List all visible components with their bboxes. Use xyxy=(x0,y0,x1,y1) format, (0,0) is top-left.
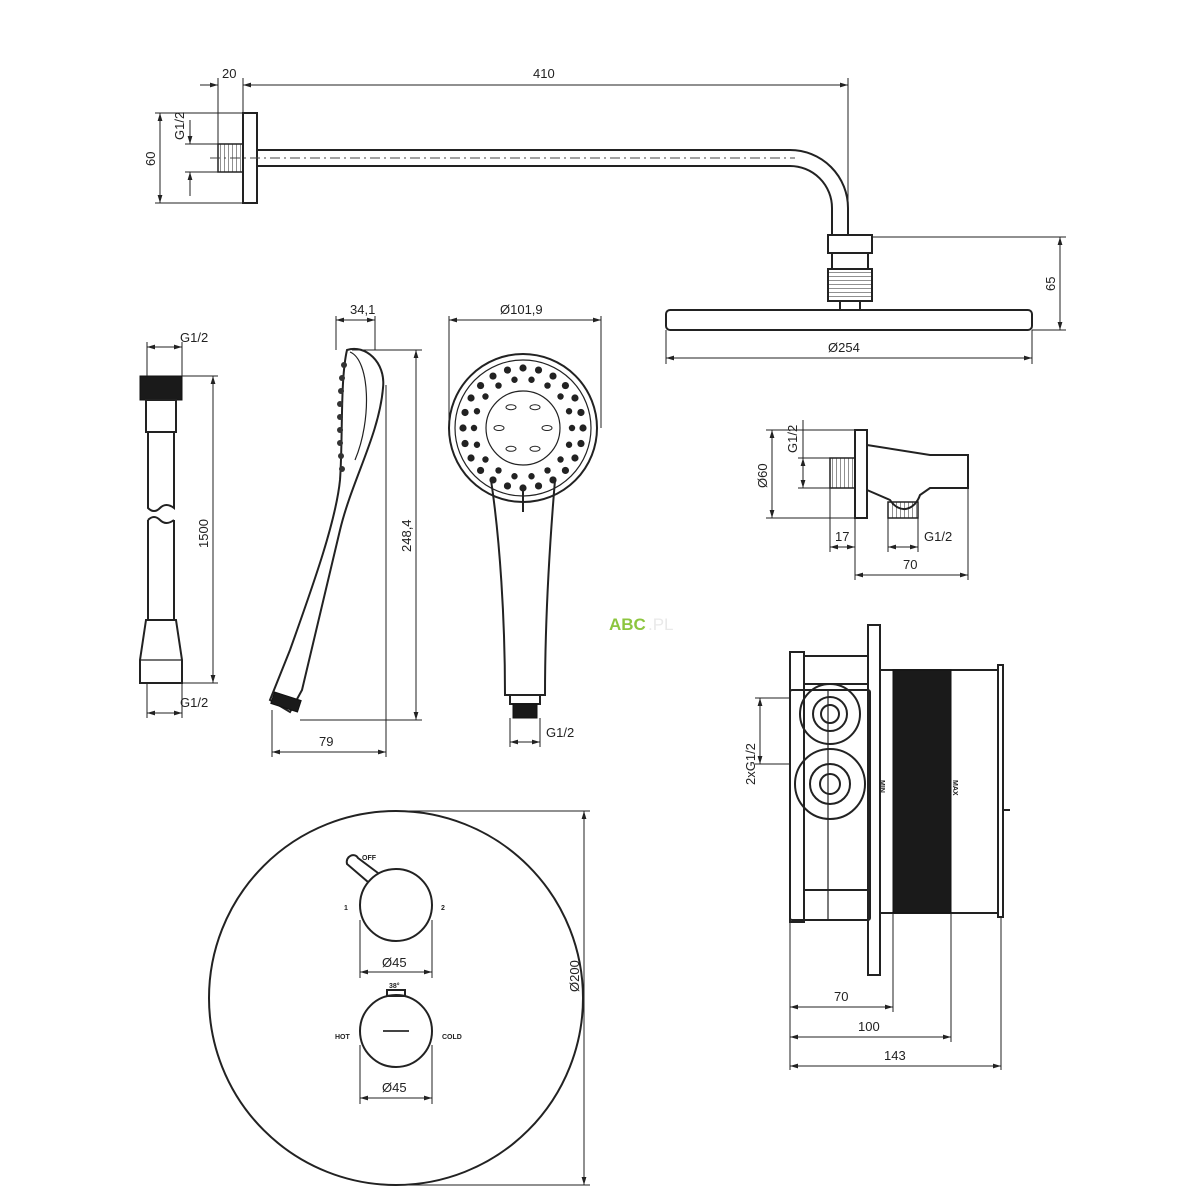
handshower-front-view: Ø101,9 G1/2 xyxy=(448,302,602,747)
spray-slot xyxy=(505,445,517,452)
spray-hole xyxy=(470,424,478,432)
dim-handshower-depth: 34,1 xyxy=(350,302,375,317)
spray-hole xyxy=(467,454,475,462)
dim-arm-flange: 60 xyxy=(143,152,158,166)
spray-hole xyxy=(549,476,557,484)
svg-text:OFF: OFF xyxy=(362,855,377,862)
spray-hole xyxy=(561,381,570,390)
spray-holes xyxy=(459,364,587,492)
spray-hole xyxy=(459,424,467,432)
mixer-cover-plate: OFF 1 2 Ø45 38° HOT COLD Ø45 Ø200 xyxy=(208,810,590,1186)
spray-hole xyxy=(482,456,489,463)
diverter-knob: OFF 1 2 Ø45 xyxy=(344,854,445,978)
svg-text:HOT: HOT xyxy=(335,1034,351,1041)
dim-elbow-thread-out: G1/2 xyxy=(924,529,952,544)
shower-arm: 20 410 60 G1/2 xyxy=(143,66,849,235)
spray-hole xyxy=(503,366,512,374)
overhead-shower: 65 Ø254 xyxy=(665,234,1066,364)
spray-hole xyxy=(544,467,551,474)
spray-hole xyxy=(571,454,579,462)
spray-hole xyxy=(534,482,543,490)
spray-hole xyxy=(528,473,535,480)
spray-hole xyxy=(476,381,485,390)
dim-elbow-nipple: 17 xyxy=(835,529,849,544)
spray-hole xyxy=(577,439,585,448)
spray-hole xyxy=(577,408,585,417)
svg-text:1: 1 xyxy=(344,905,348,912)
spray-hole xyxy=(473,408,481,415)
svg-text:.PL: .PL xyxy=(648,615,674,634)
svg-text:MAX: MAX xyxy=(951,780,958,796)
dim-head-diameter: Ø254 xyxy=(828,340,860,355)
spray-hole xyxy=(565,408,573,415)
spray-hole xyxy=(557,456,564,463)
dim-arm-offset: 20 xyxy=(222,66,236,81)
wall-outlet-elbow: Ø60 G1/2 17 G1/2 70 xyxy=(755,420,969,580)
spray-hole xyxy=(489,372,497,380)
concealed-box: MIN MAX 2xG1/2 70 100 143 xyxy=(743,624,1010,1070)
dim-thermostat-diameter: Ø45 xyxy=(382,1080,407,1095)
spray-slot xyxy=(493,425,505,431)
spray-hole xyxy=(561,466,570,475)
spray-hole xyxy=(544,382,551,389)
dim-plate-diameter: Ø200 xyxy=(567,960,582,992)
spray-hole xyxy=(489,476,497,484)
spray-hole xyxy=(482,393,489,400)
spray-hole xyxy=(519,364,527,372)
spray-hole xyxy=(557,393,564,400)
spray-hole xyxy=(461,408,469,417)
dim-handshower-head-diameter: Ø101,9 xyxy=(500,302,543,317)
dim-hose-top-thread: G1/2 xyxy=(180,330,208,345)
spray-hole xyxy=(473,441,481,448)
spray-hole xyxy=(476,466,485,475)
dim-handshower-length: 248,4 xyxy=(399,519,414,552)
handshower-side-view: 34,1 248,4 79 xyxy=(268,302,422,757)
dim-handshower-width: 79 xyxy=(319,734,333,749)
shower-hose: G1/2 1500 G1/2 xyxy=(139,330,218,718)
spray-hole xyxy=(565,441,573,448)
dim-diverter-diameter: Ø45 xyxy=(382,955,407,970)
dim-box-min: 70 xyxy=(834,989,848,1004)
spray-hole xyxy=(528,376,535,383)
spray-hole xyxy=(461,439,469,448)
spray-slot xyxy=(529,404,541,411)
dim-arm-length: 410 xyxy=(533,66,555,81)
svg-text:COLD: COLD xyxy=(442,1034,462,1041)
svg-text:MIN: MIN xyxy=(878,780,885,793)
dim-hose-length: 1500 xyxy=(196,519,211,548)
dim-box-total: 143 xyxy=(884,1048,906,1063)
dim-box-ports: 2xG1/2 xyxy=(743,743,758,785)
svg-text:ABC: ABC xyxy=(609,615,646,634)
spray-hole xyxy=(495,382,502,389)
svg-text:38°: 38° xyxy=(389,982,400,990)
watermark: ABC .PL xyxy=(609,615,674,634)
spray-hole xyxy=(467,394,475,402)
spray-hole xyxy=(511,376,518,383)
thermostat-knob: 38° HOT COLD Ø45 xyxy=(335,982,462,1104)
dim-head-height: 65 xyxy=(1043,277,1058,291)
dim-handshower-thread: G1/2 xyxy=(546,725,574,740)
spray-hole xyxy=(571,394,579,402)
spray-hole xyxy=(534,366,543,374)
spray-hole xyxy=(495,467,502,474)
dim-elbow-thread-in: G1/2 xyxy=(785,425,800,453)
spray-slot xyxy=(529,445,541,452)
spray-slot xyxy=(541,425,553,431)
spray-hole xyxy=(549,372,557,380)
dim-elbow-length: 70 xyxy=(903,557,917,572)
spray-hole xyxy=(503,482,512,490)
dim-elbow-flange: Ø60 xyxy=(755,463,770,488)
dim-hose-bottom-thread: G1/2 xyxy=(180,695,208,710)
dim-box-max: 100 xyxy=(858,1019,880,1034)
spray-hole xyxy=(568,424,576,432)
spray-hole xyxy=(579,424,587,432)
spray-hole xyxy=(511,473,518,480)
dim-arm-thread: G1/2 xyxy=(172,112,187,140)
svg-text:2: 2 xyxy=(441,905,445,912)
spray-slot xyxy=(505,404,517,411)
